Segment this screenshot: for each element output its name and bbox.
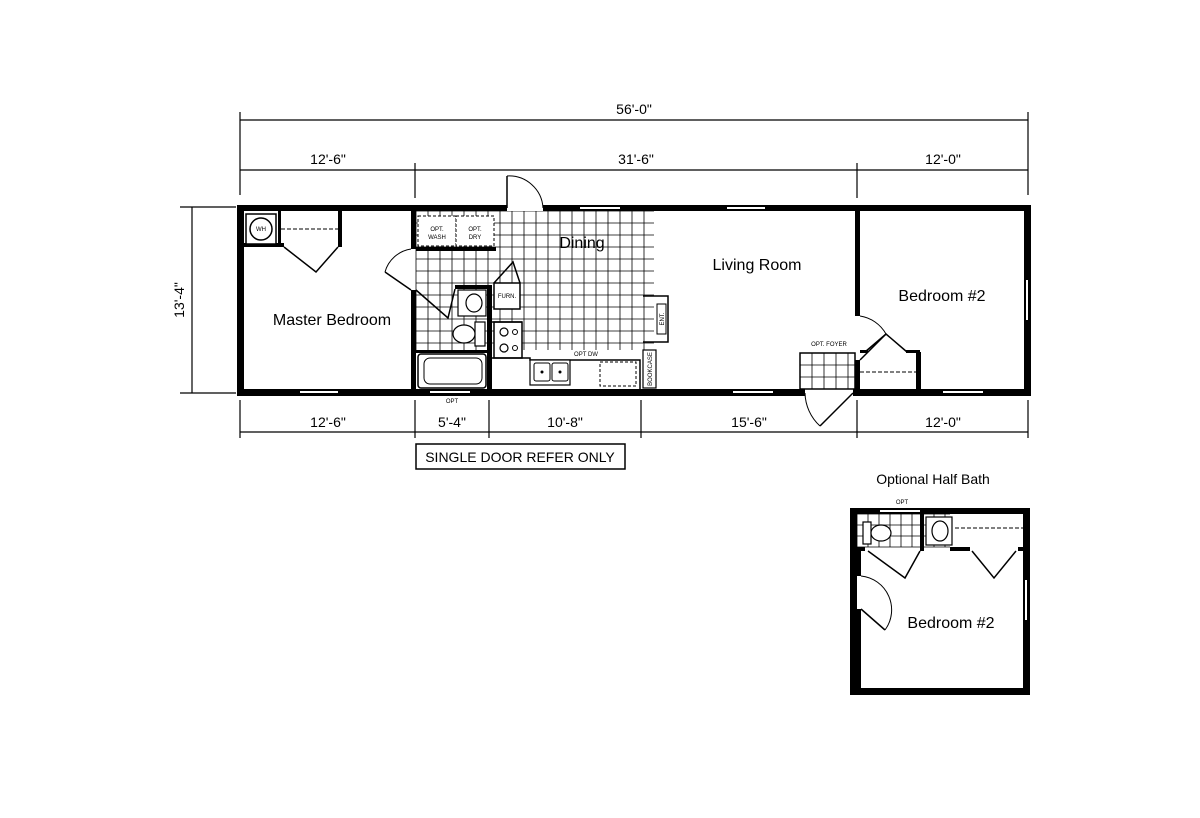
single-door-note-text: SINGLE DOOR REFER ONLY xyxy=(425,449,615,465)
opt-washer: OPT. WASH xyxy=(417,215,457,247)
overall-depth-dimension: 13'-4" xyxy=(171,206,236,394)
overall-depth-label: 13'-4" xyxy=(171,282,187,318)
overall-width-label: 56'-0" xyxy=(616,101,652,117)
exterior-walls xyxy=(237,205,1031,396)
opt-dishwasher: OPT DW xyxy=(574,352,637,387)
bedroom2-closet xyxy=(860,333,920,373)
bathtub xyxy=(417,353,487,389)
overall-width-dimension: 56'-0" xyxy=(239,101,1029,195)
range-stove xyxy=(493,321,523,359)
toilet xyxy=(452,321,486,347)
inset-toilet xyxy=(862,521,892,545)
kitchen-sink xyxy=(533,362,569,382)
tile-pattern-foyer xyxy=(799,352,855,390)
ent-label: ENT. xyxy=(660,312,666,325)
room-label-living-room: Living Room xyxy=(713,257,802,274)
master-closet xyxy=(281,228,339,274)
opt-window-label: OPT xyxy=(446,399,459,405)
top-entry-door xyxy=(506,175,544,209)
front-door xyxy=(804,392,854,427)
top-dim-1: 12'-6" xyxy=(310,151,346,167)
single-door-note: SINGLE DOOR REFER ONLY xyxy=(415,443,626,470)
bottom-dim-3: 10'-8" xyxy=(547,414,583,430)
opt-dry-line-1: OPT. xyxy=(468,227,482,233)
furnace-door xyxy=(493,260,521,284)
room-label-master-bedroom: Master Bedroom xyxy=(273,312,391,329)
foyer-box xyxy=(799,352,856,390)
water-heater-label: WH xyxy=(256,227,266,233)
bottom-dim-4: 15'-6" xyxy=(731,414,767,430)
opt-dry-line-2: DRY xyxy=(469,235,482,241)
bath-door-swing xyxy=(415,288,456,320)
furnace: FURN. xyxy=(493,282,521,310)
inset-title: Optional Half Bath xyxy=(876,471,990,487)
bottom-segment-dimensions: 12'-6" 5'-4" 10'-8" 15'-6" 12'-0" xyxy=(239,400,1029,438)
inset-opt-label: OPT xyxy=(896,500,909,506)
bookcase: BOOKCASE xyxy=(642,349,657,389)
master-bedroom-door xyxy=(384,248,412,291)
opt-foyer-label: OPT. FOYER xyxy=(811,342,847,348)
top-dim-2: 31'-6" xyxy=(618,151,654,167)
opt-wash-line-1: OPT. xyxy=(430,227,444,233)
opt-dw-label: OPT DW xyxy=(574,352,598,358)
bottom-dim-2: 5'-4" xyxy=(438,414,466,430)
top-dim-3: 12'-0" xyxy=(925,151,961,167)
inset-room-label-bedroom2: Bedroom #2 xyxy=(907,615,994,632)
inset-closet xyxy=(955,527,1023,580)
room-label-dining: Dining xyxy=(559,235,604,252)
inset-walls xyxy=(850,508,1030,695)
inset-sink xyxy=(925,516,953,546)
inset-bath-door xyxy=(867,550,921,580)
interior-walls xyxy=(244,211,921,390)
opt-dryer: OPT. DRY xyxy=(455,215,495,247)
bathroom-sink xyxy=(457,289,487,317)
opt-wash-line-2: WASH xyxy=(428,235,446,241)
water-heater: WH xyxy=(245,213,277,245)
room-label-bedroom2: Bedroom #2 xyxy=(898,288,985,305)
furnace-label: FURN. xyxy=(498,294,517,300)
inset-bedroom-door xyxy=(860,575,893,631)
top-segment-dimensions: 12'-6" 31'-6" 12'-0" xyxy=(240,151,1028,198)
bottom-dim-1: 12'-6" xyxy=(310,414,346,430)
bookcase-label: BOOKCASE xyxy=(648,352,654,386)
bottom-dim-5: 12'-0" xyxy=(925,414,961,430)
entertainment-center: ENT. xyxy=(643,295,669,343)
